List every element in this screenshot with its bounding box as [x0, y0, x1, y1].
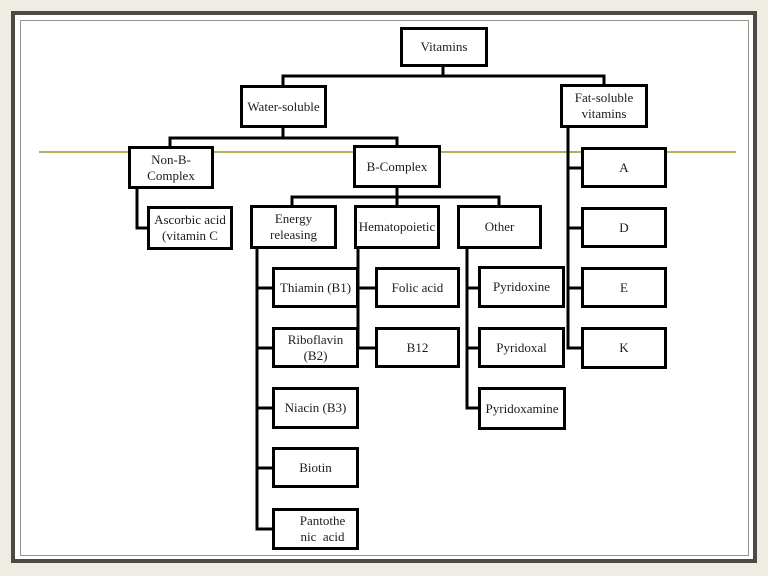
node-pyridoxine: Pyridoxine — [478, 266, 565, 308]
node-folic-acid: Folic acid — [375, 267, 460, 308]
node-vitamins: Vitamins — [400, 27, 488, 67]
node-vitamin-e: E — [581, 267, 667, 308]
node-non-b-complex: Non-B- Complex — [128, 146, 214, 189]
node-water-soluble: Water-soluble — [240, 85, 327, 128]
node-other: Other — [457, 205, 542, 249]
node-b-complex: B-Complex — [353, 145, 441, 188]
node-b12: B12 — [375, 327, 460, 368]
node-biotin: Biotin — [272, 447, 359, 488]
node-energy-releasing: Energy releasing — [250, 205, 337, 249]
node-riboflavin-b2: Riboflavin (B2) — [272, 327, 359, 368]
node-ascorbic-acid: Ascorbic acid (vitamin C — [147, 206, 233, 250]
node-thiamin-b1: Thiamin (B1) — [272, 267, 359, 308]
node-pyridoxamine: Pyridoxamine — [478, 387, 566, 430]
node-pyridoxal: Pyridoxal — [478, 327, 565, 368]
node-vitamin-d: D — [581, 207, 667, 248]
node-niacin-b3: Niacin (B3) — [272, 387, 359, 429]
node-vitamin-a: A — [581, 147, 667, 188]
node-hematopoietic: Hematopoietic — [354, 205, 440, 249]
node-fat-soluble-vitamins: Fat-soluble vitamins — [560, 84, 648, 128]
node-pantothenic-acid: Pantothe nic acid — [272, 508, 359, 550]
node-vitamin-k: K — [581, 327, 667, 369]
